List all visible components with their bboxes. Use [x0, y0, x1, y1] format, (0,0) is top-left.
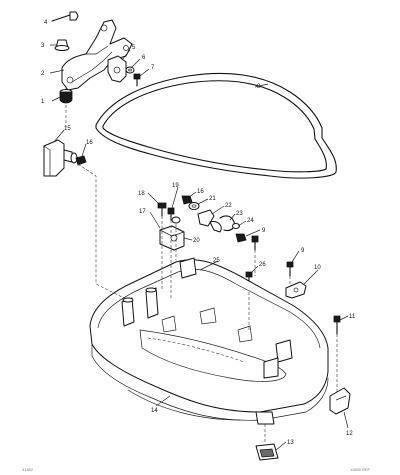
screw-part [51, 11, 79, 22]
callout-label-10: 10 [314, 265, 321, 271]
callout-label-13: 13 [287, 440, 294, 446]
callout-label-21: 21 [209, 196, 216, 202]
washer-part [232, 223, 240, 229]
washer-part [171, 216, 181, 224]
nut-part [75, 155, 87, 166]
callout-label-14: 14 [151, 408, 158, 414]
grommet-part [54, 39, 70, 51]
callout-label-9-right: 9 [301, 248, 305, 254]
leader-lines [49, 44, 349, 451]
callout-label-5: 5 [132, 45, 136, 51]
bracket-part [159, 225, 185, 251]
clip-part [285, 281, 307, 299]
bracket-part [61, 19, 133, 91]
footer-ref-left: 31852 [22, 467, 34, 472]
callout-label-1: 1 [41, 99, 45, 105]
callout-label-20: 20 [193, 238, 200, 244]
bottom-cowl-part [89, 257, 329, 425]
callout-label-26: 26 [259, 262, 266, 268]
screw-part [133, 73, 141, 87]
nut-part [181, 195, 193, 205]
callout-label-18: 18 [138, 191, 145, 197]
callout-label-16-center: 16 [197, 189, 204, 195]
callout-label-9: 9 [262, 228, 266, 234]
latch-part [107, 55, 127, 83]
screw-part [251, 235, 259, 251]
callout-label-17: 17 [139, 209, 146, 215]
callout-label-11: 11 [349, 314, 356, 320]
callout-label-19: 19 [172, 183, 179, 189]
callout-label-22: 22 [225, 203, 232, 209]
spring-part [219, 215, 235, 232]
callout-label-15: 15 [64, 126, 71, 132]
callout-label-23: 23 [236, 211, 243, 217]
bracket-part [329, 387, 351, 415]
hinge-block-part [43, 139, 78, 177]
screw-part [286, 261, 294, 277]
grommet-part [255, 443, 279, 461]
callout-label-7: 7 [151, 65, 155, 71]
callout-label-6: 6 [142, 55, 146, 61]
callout-label-3: 3 [41, 43, 45, 49]
callout-label-25: 25 [213, 258, 220, 264]
washer-part [125, 66, 135, 74]
callout-label-24: 24 [247, 218, 254, 224]
callout-label-2: 2 [41, 71, 45, 77]
seal-ring-part [95, 72, 337, 179]
hook-part [197, 209, 222, 233]
callout-labels: 1 2 3 4 5 6 7 8 9 10 11 12 13 14 15 16 1… [41, 20, 356, 446]
screw-part [333, 315, 341, 335]
washer-part [188, 202, 200, 210]
nut-part [235, 233, 247, 243]
callout-label-16-left: 16 [86, 140, 93, 146]
footer-ref-right: 11655 REF [350, 467, 370, 472]
callout-label-4: 4 [44, 20, 48, 26]
bushing-part [59, 86, 73, 104]
callout-label-12: 12 [346, 431, 353, 437]
callout-label-8: 8 [257, 84, 261, 90]
assembly-lines [65, 100, 338, 444]
screw-part [157, 202, 167, 217]
